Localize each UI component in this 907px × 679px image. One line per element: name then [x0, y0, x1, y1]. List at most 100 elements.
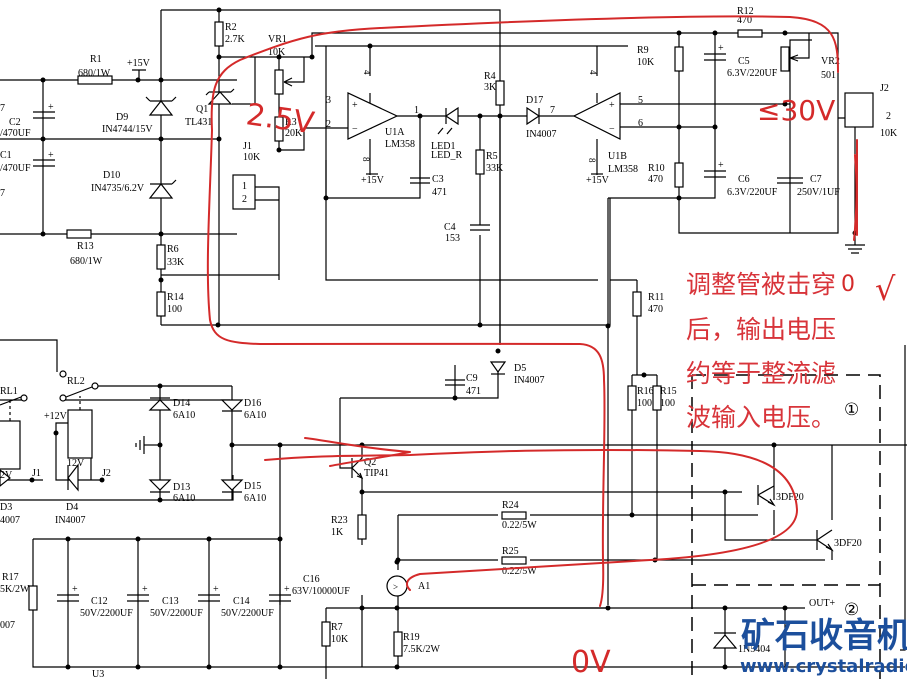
svg-text:IN4007: IN4007 [55, 515, 86, 526]
svg-text:50V/2200UF: 50V/2200UF [80, 608, 133, 619]
svg-text:IN4007: IN4007 [514, 375, 545, 386]
svg-text:007: 007 [0, 620, 15, 631]
svg-text:/470UF: /470UF [0, 128, 31, 139]
svg-text:12V: 12V [67, 458, 85, 469]
resistors [28, 21, 810, 657]
svg-text:471: 471 [432, 187, 447, 198]
svg-text:8: 8 [587, 158, 597, 163]
module-boundaries [691, 345, 906, 679]
svg-text:R2: R2 [225, 22, 237, 33]
svg-text:D14: D14 [173, 398, 190, 409]
resistor-r9 [674, 46, 684, 72]
svg-text:R15: R15 [660, 386, 677, 397]
svg-text:Q1: Q1 [196, 104, 208, 115]
svg-text:C13: C13 [162, 596, 179, 607]
svg-text:U1A: U1A [385, 127, 405, 138]
transistors [351, 445, 834, 552]
svg-text:6A10: 6A10 [244, 410, 266, 421]
resistor-r14 [156, 291, 166, 317]
svg-text:2V: 2V [0, 470, 13, 481]
diode-d17 [526, 106, 541, 126]
svg-text:0: 0 [841, 272, 855, 297]
svg-text:7: 7 [0, 188, 5, 199]
svg-text:C3: C3 [432, 174, 444, 185]
resistor-r1 [77, 75, 113, 85]
relay-rl1-coil [0, 420, 21, 470]
svg-text:8: 8 [361, 157, 371, 162]
capacitor-c1: + [33, 150, 55, 167]
vr1-wiper [283, 57, 305, 87]
svg-text:R25: R25 [502, 546, 519, 557]
resistor-r12 [737, 29, 763, 38]
svg-text:10K: 10K [268, 47, 286, 58]
svg-text:+15V: +15V [361, 175, 385, 186]
svg-text:20K: 20K [285, 128, 303, 139]
capacitor-c12: + [57, 584, 79, 602]
opamps: +− +− [347, 92, 621, 175]
svg-text:470: 470 [737, 15, 752, 26]
diode-d3 [0, 469, 11, 487]
svg-text:VR1: VR1 [268, 34, 287, 45]
resistor-vr2 [780, 46, 790, 72]
svg-text:R5: R5 [486, 151, 498, 162]
resistor-vr1 [274, 69, 284, 95]
watermark-site-name: 矿石收音机 [741, 616, 907, 656]
resistor-r2 [214, 21, 224, 47]
capacitors: + + + + + + + + [33, 43, 803, 602]
svg-text:1N5404: 1N5404 [738, 644, 770, 655]
svg-text:471: 471 [466, 386, 481, 397]
svg-text:7: 7 [550, 105, 555, 116]
resistor-r3 [274, 116, 284, 142]
svg-text:10K: 10K [243, 152, 261, 163]
svg-text:3K: 3K [484, 82, 497, 93]
svg-text:C12: C12 [91, 596, 108, 607]
svg-text:D13: D13 [173, 482, 190, 493]
svg-text:J2: J2 [102, 468, 111, 479]
svg-text:LM358: LM358 [608, 164, 638, 175]
svg-text:2: 2 [326, 119, 331, 130]
svg-text:≤30V: ≤30V [757, 94, 835, 127]
reference-q1 [205, 88, 235, 105]
svg-text:波输入电压。: 波输入电压。 [686, 403, 836, 432]
svg-text:680/1W: 680/1W [78, 68, 111, 79]
capacitor-c7 [777, 177, 803, 184]
svg-text:C2: C2 [9, 117, 21, 128]
svg-text:501: 501 [821, 70, 836, 81]
transistor-q4 [816, 529, 834, 552]
svg-text:LED_R: LED_R [431, 150, 462, 161]
vr2-wiper [789, 33, 810, 62]
zener-d10 [148, 179, 177, 199]
svg-text:J1: J1 [243, 141, 252, 152]
resistor-r23 [357, 514, 367, 540]
svg-text:R11: R11 [648, 292, 664, 303]
svg-text:Q2: Q2 [364, 457, 376, 468]
svg-text:+: + [213, 584, 219, 595]
svg-text:+: + [718, 160, 724, 171]
svg-text:+: + [352, 100, 358, 111]
svg-text:4: 4 [362, 70, 372, 75]
diode-d15 [220, 479, 244, 493]
svg-text:6A10: 6A10 [244, 493, 266, 504]
svg-text:R19: R19 [403, 632, 420, 643]
svg-text:D16: D16 [244, 398, 261, 409]
svg-text:+15V: +15V [127, 58, 151, 69]
svg-text:5: 5 [638, 95, 643, 106]
svg-text:10K: 10K [880, 128, 898, 139]
connector-j1 [232, 174, 256, 210]
svg-text:+15V: +15V [586, 175, 610, 186]
svg-text:6A10: 6A10 [173, 410, 195, 421]
capacitor-c4 [470, 224, 490, 231]
svg-text:OUT+: OUT+ [809, 598, 836, 609]
red-trace-upper [206, 15, 839, 607]
svg-text:+: + [718, 43, 724, 54]
svg-text:470: 470 [648, 174, 663, 185]
diode-d16 [220, 399, 244, 412]
transistor-q2 [351, 445, 364, 492]
svg-text:63V/10000UF: 63V/10000UF [292, 586, 350, 597]
svg-text:后，输出电压: 后，输出电压 [686, 315, 836, 344]
svg-text:R4: R4 [484, 71, 496, 82]
diode-d13 [148, 479, 172, 493]
svg-text:U3: U3 [92, 669, 104, 679]
svg-text:0.22/5W: 0.22/5W [502, 520, 537, 531]
